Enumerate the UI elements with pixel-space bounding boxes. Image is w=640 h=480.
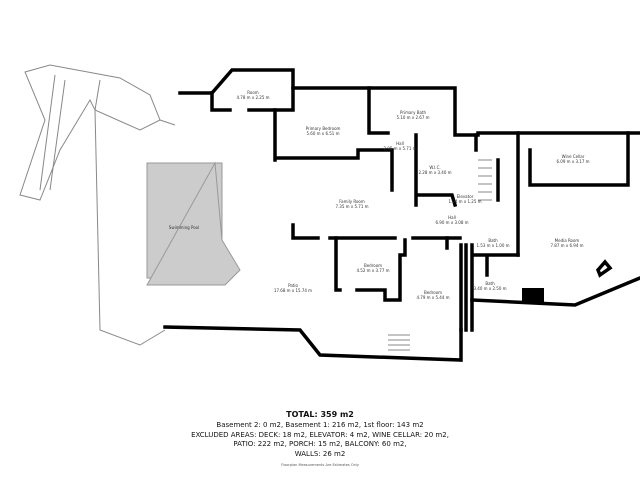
disclaimer: Floorplan Measurements Are Estimates Onl… <box>281 463 359 467</box>
room-label: Swimming Pool <box>168 225 200 230</box>
total-area: TOTAL: 359 m2 <box>286 410 354 419</box>
walls <box>163 68 640 362</box>
stairs <box>388 159 492 351</box>
area-breakdown: Basement 2: 0 m2, Basement 1: 216 m2, 1s… <box>191 421 449 458</box>
deck-and-stairs <box>19 64 176 346</box>
fireplace <box>522 288 544 302</box>
pool-shape <box>146 161 241 286</box>
room-label: W.I.C.2.28 m x 3.40 m <box>418 165 452 175</box>
